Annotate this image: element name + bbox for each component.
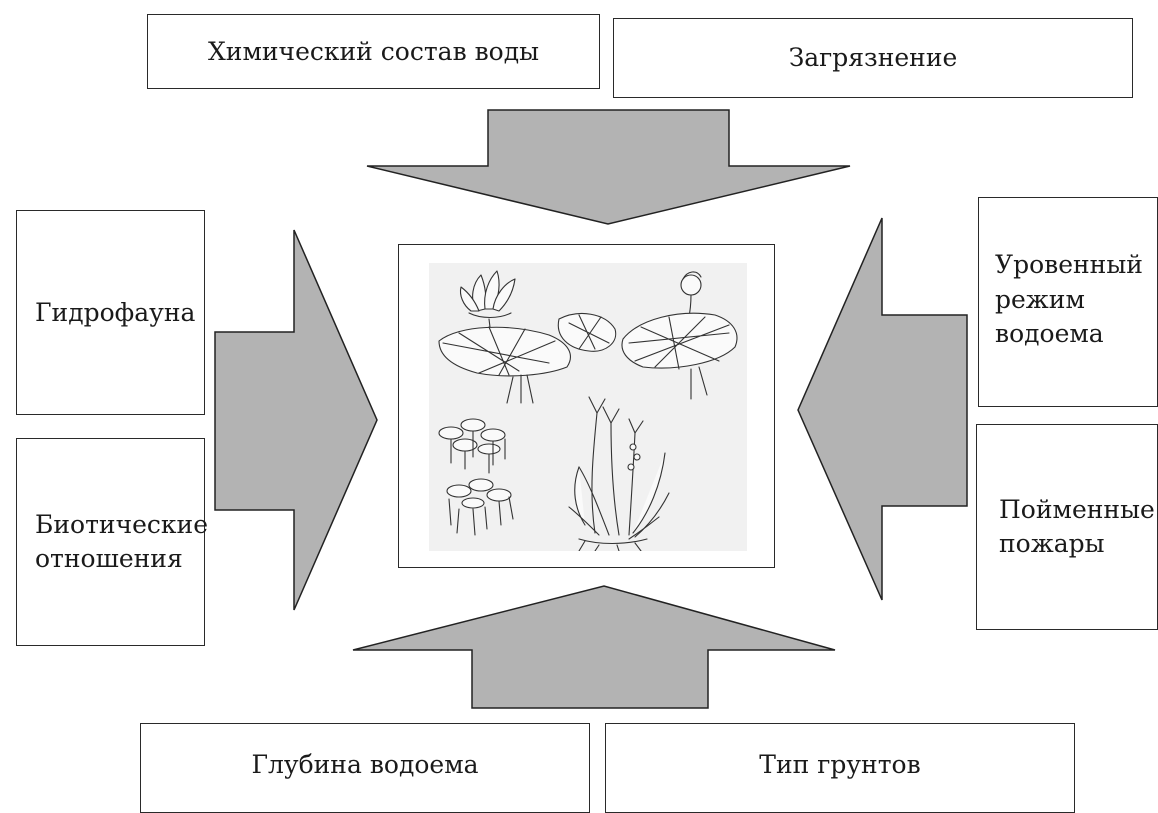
factor-label: Глубина водоема — [251, 748, 478, 782]
water-lily-icon — [439, 271, 616, 403]
factor-floodplain-fires: Пойменные пожары — [976, 424, 1158, 630]
yellow-water-lily-icon — [622, 272, 737, 399]
arrow-left-right — [798, 218, 967, 600]
factor-soil-type: Тип грунтов — [605, 723, 1075, 813]
factor-hydrofauna: Гидрофауна — [16, 210, 205, 415]
illustration-background — [429, 263, 747, 551]
plants-drawing — [429, 263, 747, 551]
factor-biotic-relations: Биотические отношения — [16, 438, 205, 646]
duckweed-icon — [439, 419, 513, 535]
arrow-down-top — [367, 110, 850, 224]
factor-water-depth: Глубина водоема — [140, 723, 590, 813]
factor-label: Биотические отношения — [35, 508, 208, 576]
aquatic-plants-illustration — [398, 244, 775, 568]
arrow-right-left — [215, 230, 377, 610]
factor-label: Уровенный режим водоема — [995, 248, 1143, 352]
factor-label: Химический состав воды — [208, 35, 539, 69]
factor-water-level-regime: Уровенный режим водоема — [978, 197, 1158, 407]
arrow-up-bottom — [353, 586, 835, 708]
factor-label: Пойменные пожары — [999, 493, 1155, 561]
arrowhead-plant-icon — [569, 397, 669, 551]
factor-label: Тип грунтов — [759, 748, 920, 782]
factor-label: Загрязнение — [789, 41, 958, 75]
factor-chemical-composition: Химический состав воды — [147, 14, 600, 89]
factor-label: Гидрофауна — [35, 296, 195, 330]
factor-pollution: Загрязнение — [613, 18, 1133, 98]
